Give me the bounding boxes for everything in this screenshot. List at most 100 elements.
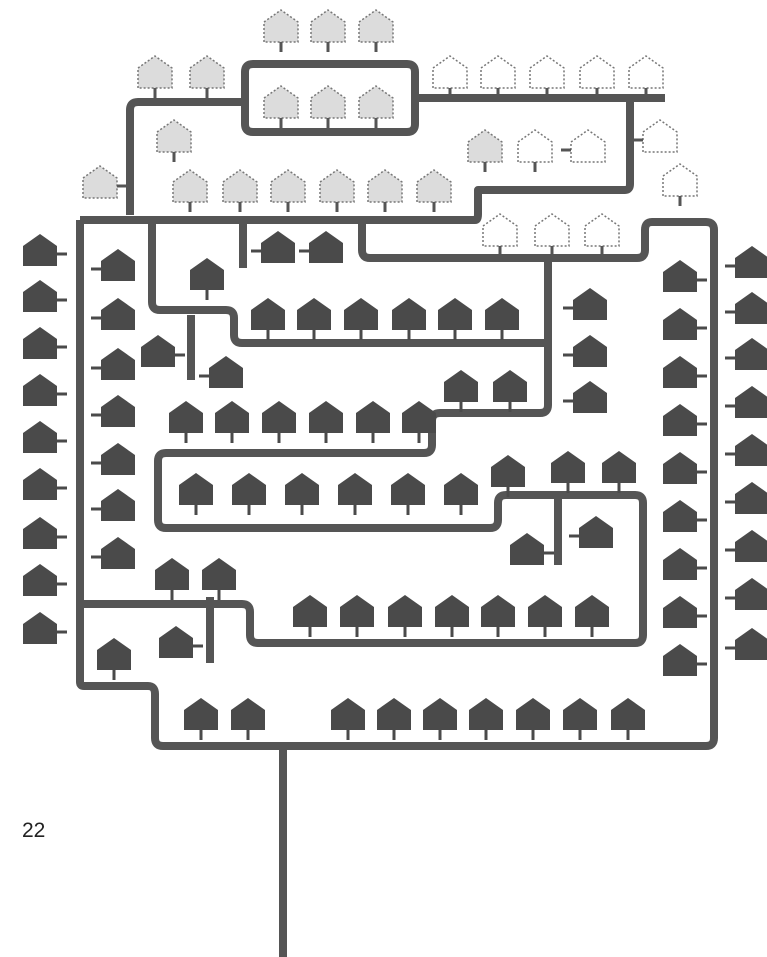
house-icon-connected	[663, 404, 707, 436]
house-icon-connected	[438, 298, 472, 340]
house-icon-connected	[663, 548, 707, 580]
house-icon-connected	[528, 595, 562, 637]
house-icon-connected	[563, 698, 597, 740]
house-icon-connected	[663, 644, 707, 676]
house-icon-connected	[663, 308, 707, 340]
house-icon-connected	[563, 381, 607, 413]
house-icon-connected	[423, 698, 457, 740]
house-icon-connected	[725, 530, 767, 562]
house-icon-connected	[575, 595, 609, 637]
house-icon-planned	[190, 56, 224, 98]
house-icon-planned	[173, 170, 207, 212]
house-icon-connected	[611, 698, 645, 740]
house-icon-planned	[83, 166, 127, 198]
house-icon-connected	[725, 386, 767, 418]
house-icon-connected	[23, 327, 67, 359]
house-icon-potential	[580, 56, 614, 98]
house-icon-connected	[725, 628, 767, 660]
house-icon-connected	[184, 698, 218, 740]
house-icon-connected	[725, 292, 767, 324]
house-icon-connected	[169, 401, 203, 443]
house-icon-connected	[23, 564, 67, 596]
house-icon-connected	[725, 338, 767, 370]
house-icon-connected	[199, 356, 243, 388]
house-icon-connected	[190, 258, 224, 300]
house-icon-planned	[359, 10, 393, 52]
house-icon-planned	[157, 120, 191, 162]
house-icon-connected	[297, 298, 331, 340]
house-icon-planned	[223, 170, 257, 212]
house-icon-connected	[516, 698, 550, 740]
house-icon-connected	[551, 451, 585, 493]
house-icon-connected	[510, 533, 554, 565]
house-icon-connected	[23, 517, 67, 549]
house-icon-connected	[285, 473, 319, 515]
house-icon-planned	[468, 130, 502, 172]
house-icon-connected	[23, 468, 67, 500]
house-icon-connected	[725, 246, 767, 278]
house-icon-connected	[23, 280, 67, 312]
house-icon-connected	[444, 473, 478, 515]
house-icon-connected	[391, 473, 425, 515]
house-icon-connected	[481, 595, 515, 637]
house-icon-connected	[602, 451, 636, 493]
house-icon-connected	[338, 473, 372, 515]
house-icon-potential	[518, 130, 552, 172]
house-icon-connected	[231, 698, 265, 740]
house-icon-connected	[251, 231, 295, 263]
house-icon-connected	[91, 348, 135, 380]
house-icon-connected	[23, 234, 67, 266]
house-icon-potential	[663, 164, 697, 206]
house-icon-connected	[23, 421, 67, 453]
house-icon-connected	[91, 443, 135, 475]
house-icon-planned	[138, 56, 172, 98]
house-icon-planned	[264, 86, 298, 128]
house-icon-connected	[141, 335, 185, 367]
house-icon-connected	[663, 260, 707, 292]
house-icon-connected	[725, 578, 767, 610]
house-icon-connected	[435, 595, 469, 637]
house-icon-connected	[159, 626, 203, 658]
page-number: 22	[22, 820, 45, 841]
house-icon-connected	[725, 482, 767, 514]
house-icon-connected	[392, 298, 426, 340]
house-group	[23, 10, 767, 740]
house-icon-connected	[155, 558, 189, 600]
house-icon-connected	[356, 401, 390, 443]
house-icon-connected	[569, 516, 613, 548]
house-icon-connected	[377, 698, 411, 740]
house-icon-connected	[23, 612, 67, 644]
house-icon-connected	[91, 537, 135, 569]
house-icon-connected	[262, 401, 296, 443]
house-icon-connected	[491, 455, 525, 497]
house-icon-potential	[629, 56, 663, 98]
house-icon-connected	[299, 231, 343, 263]
house-icon-connected	[663, 356, 707, 388]
house-icon-connected	[563, 335, 607, 367]
house-icon-planned	[359, 86, 393, 128]
house-icon-potential	[433, 56, 467, 98]
house-icon-connected	[563, 288, 607, 320]
house-icon-potential	[633, 120, 677, 152]
house-icon-potential	[481, 56, 515, 98]
house-icon-connected	[215, 401, 249, 443]
house-icon-connected	[663, 500, 707, 532]
house-icon-planned	[368, 170, 402, 212]
house-icon-connected	[91, 395, 135, 427]
house-icon-connected	[251, 298, 285, 340]
house-icon-planned	[320, 170, 354, 212]
house-icon-connected	[469, 698, 503, 740]
house-icon-connected	[663, 452, 707, 484]
house-icon-connected	[91, 249, 135, 281]
house-icon-potential	[483, 214, 517, 256]
house-icon-connected	[23, 374, 67, 406]
house-icon-connected	[725, 434, 767, 466]
house-icon-connected	[344, 298, 378, 340]
house-icon-connected	[444, 370, 478, 412]
house-icon-connected	[493, 370, 527, 412]
house-icon-connected	[97, 638, 131, 680]
house-icon-connected	[232, 473, 266, 515]
house-icon-planned	[271, 170, 305, 212]
house-icon-connected	[91, 298, 135, 330]
